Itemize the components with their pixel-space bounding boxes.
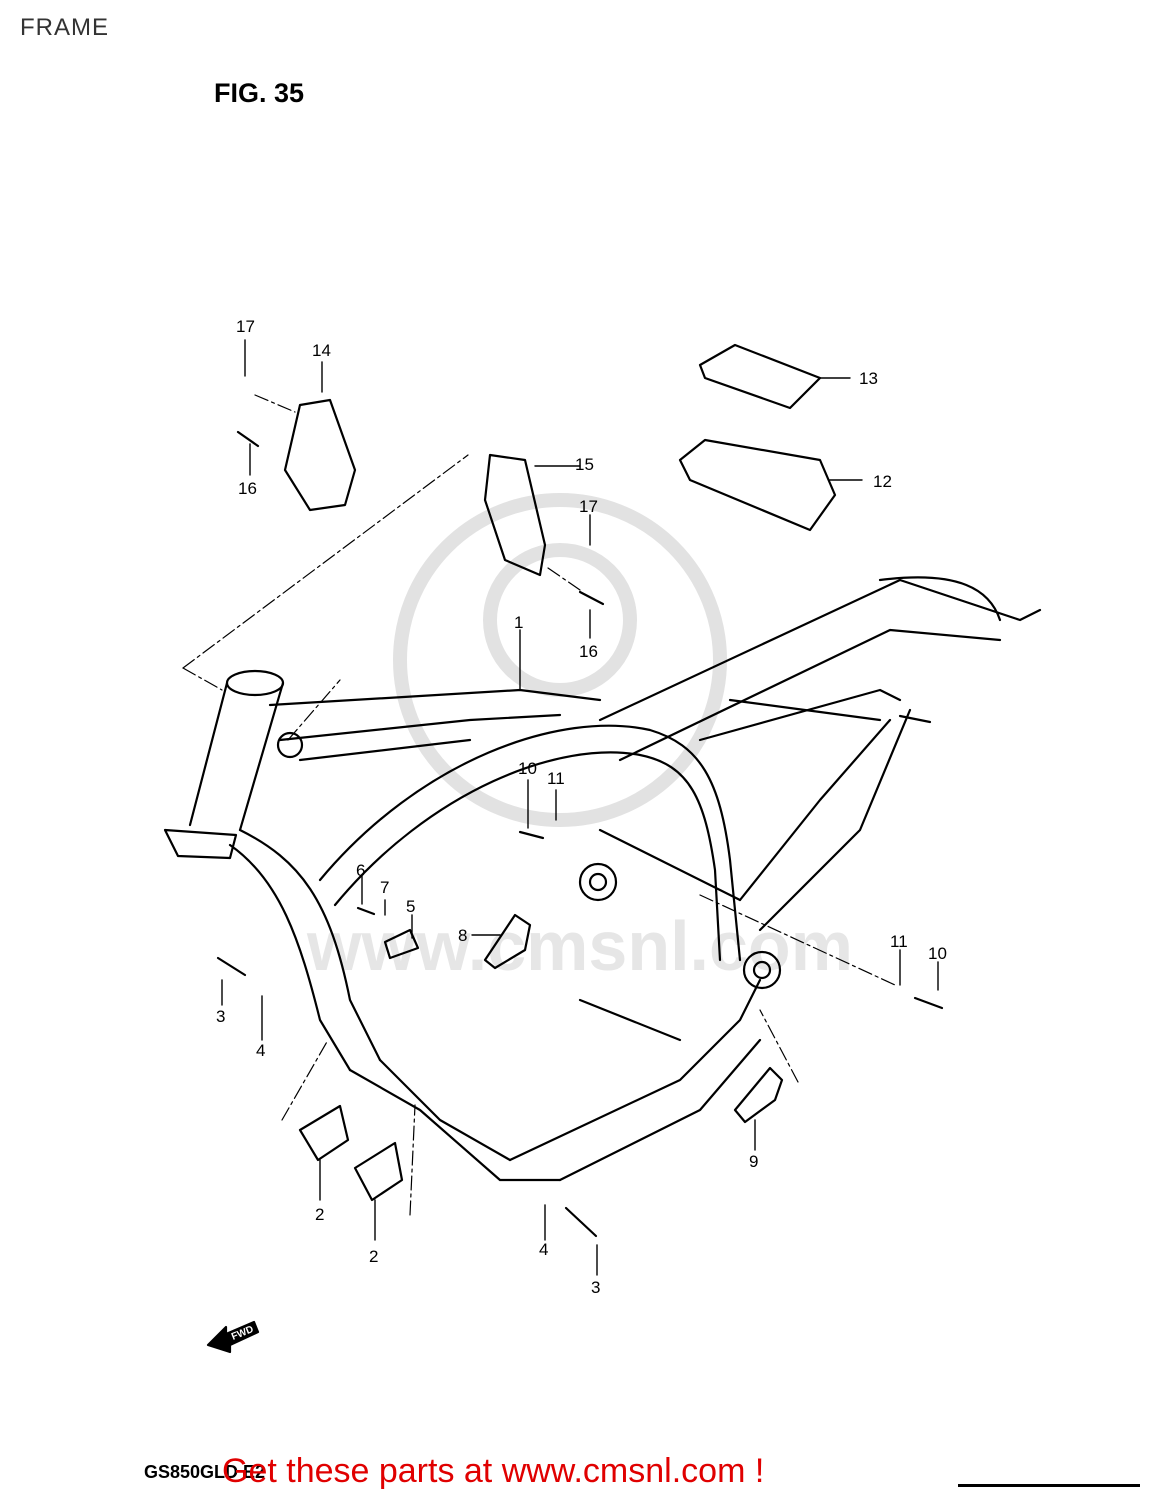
- cta-link[interactable]: Get these parts at www.cmsnl.com !: [222, 1452, 765, 1490]
- callout-11: 11: [890, 932, 908, 951]
- callout-16: 16: [238, 479, 257, 498]
- callout-3: 3: [216, 1007, 225, 1026]
- callout-13: 13: [859, 369, 878, 388]
- callout-labels: 17 14 16 15 17 16 13 12 1 10 11 6 7 5 8 …: [216, 317, 947, 1297]
- callout-6: 6: [356, 861, 365, 880]
- engine-mounts: [276, 731, 782, 990]
- callout-16: 16: [579, 642, 598, 661]
- steering-head: [163, 669, 285, 860]
- part-14-bracket: [283, 398, 357, 512]
- part-13-cover: [698, 343, 822, 410]
- callout-3: 3: [591, 1278, 600, 1297]
- fwd-arrow: [206, 1320, 260, 1354]
- reference-lines: [182, 394, 896, 1216]
- callout-4: 4: [539, 1240, 548, 1259]
- callout-12: 12: [873, 472, 892, 491]
- callout-17: 17: [236, 317, 255, 336]
- leader-lines: [221, 339, 939, 1276]
- plate-5: [383, 928, 420, 960]
- callout-8: 8: [458, 926, 467, 945]
- callout-17: 17: [579, 497, 598, 516]
- figure-label: FIG. 35: [214, 78, 305, 108]
- callout-2: 2: [315, 1205, 324, 1224]
- part-15-bracket: [483, 453, 547, 577]
- callout-15: 15: [575, 455, 594, 474]
- plate-2a: [298, 1104, 350, 1162]
- model-code: GS850GLD E2: [144, 1462, 266, 1482]
- callout-10: 10: [928, 944, 947, 963]
- bolts: [216, 430, 944, 1238]
- callout-10: 10: [518, 759, 537, 778]
- plate-9: [733, 1066, 784, 1124]
- plate-8: [483, 913, 532, 970]
- page-title: FRAME: [20, 14, 109, 41]
- callout-1: 1: [514, 613, 523, 632]
- callout-11: 11: [547, 769, 565, 788]
- callout-4: 4: [256, 1041, 265, 1060]
- plate-2b: [353, 1141, 404, 1202]
- callout-2: 2: [369, 1247, 378, 1266]
- cta-underline: [958, 1484, 1140, 1487]
- callout-5: 5: [406, 897, 415, 916]
- watermark-text: www.cmsnl.com: [306, 907, 853, 985]
- part-12-tray: [678, 438, 837, 532]
- callout-9: 9: [749, 1152, 758, 1171]
- callout-7: 7: [380, 878, 389, 897]
- callout-14: 14: [312, 341, 331, 360]
- main-frame: [228, 576, 1042, 1182]
